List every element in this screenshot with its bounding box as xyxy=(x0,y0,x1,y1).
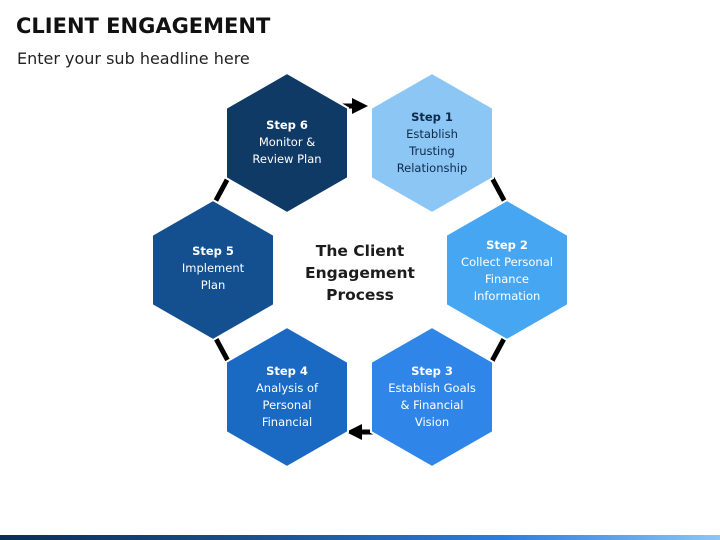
hex-step-3 xyxy=(370,325,494,469)
arrow-head-6-1-icon xyxy=(352,98,368,114)
hex-step-2 xyxy=(445,198,569,342)
connector-2-3 xyxy=(489,333,509,363)
step-1-description: Establish Trusting Relationship xyxy=(396,127,468,175)
step-2-label: Step 2 xyxy=(486,238,528,252)
hex-step-4 xyxy=(225,325,349,469)
step-1-text: Step 1 Establish Trusting Relationship xyxy=(377,109,487,177)
page-subtitle: Enter your sub headline here xyxy=(17,49,250,68)
step-5-description: Implement Plan xyxy=(181,261,245,292)
step-4-text: Step 4 Analysis of Personal Financial xyxy=(232,363,342,431)
step-6-description: Monitor & Review Plan xyxy=(252,135,322,166)
hex-step-5 xyxy=(151,198,275,342)
step-5-text: Step 5 Implement Plan xyxy=(158,243,268,294)
step-4-description: Analysis of Personal Financial xyxy=(255,381,319,429)
step-3-text: Step 3 Establish Goals & Financial Visio… xyxy=(377,363,487,431)
footer-bar xyxy=(0,535,720,540)
arrow-head-3-4-icon xyxy=(346,424,362,440)
connector-4-5 xyxy=(211,333,231,363)
step-6-text: Step 6 Monitor & Review Plan xyxy=(232,117,342,168)
hex-step-1 xyxy=(370,71,494,215)
step-5-label: Step 5 xyxy=(192,244,234,258)
step-6-label: Step 6 xyxy=(266,118,308,132)
step-3-description: Establish Goals & Financial Vision xyxy=(388,381,476,429)
step-2-text: Step 2 Collect Personal Finance Informat… xyxy=(452,237,562,305)
step-3-label: Step 3 xyxy=(411,364,453,378)
page-title: CLIENT ENGAGEMENT xyxy=(16,14,271,38)
center-title: The Client Engagement Process xyxy=(305,242,415,304)
hex-step-6 xyxy=(225,71,349,215)
connector-5-6 xyxy=(211,176,231,206)
step-4-label: Step 4 xyxy=(266,364,308,378)
step-1-label: Step 1 xyxy=(411,110,453,124)
step-2-description: Collect Personal Finance Information xyxy=(461,255,553,303)
connector-1-2 xyxy=(489,176,509,206)
